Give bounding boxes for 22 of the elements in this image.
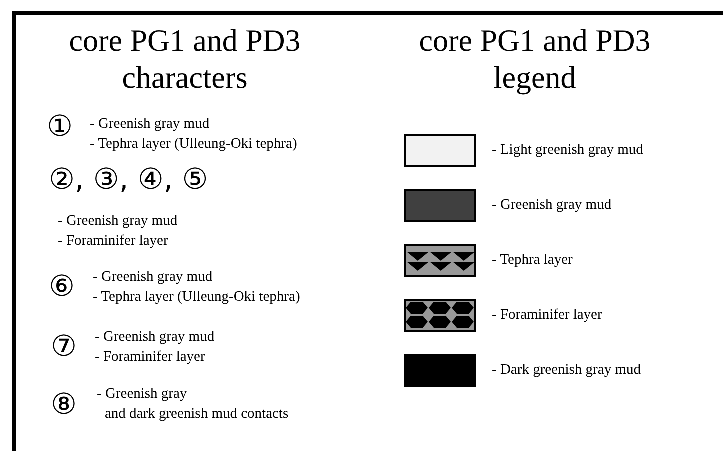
description-text: - Foraminifer layer xyxy=(95,350,206,364)
description-text: and dark greenish mud contacts xyxy=(105,407,289,422)
circled-number: ⑧ xyxy=(51,390,77,419)
description-text: - Greenish gray mud xyxy=(95,330,215,344)
legend-text: - Foraminifer layer xyxy=(492,308,602,322)
legend-text: - Tephra layer xyxy=(492,253,573,268)
description-text: - Tephra layer (Ulleung-Oki tephra) xyxy=(93,290,300,304)
description-text: - Greenish gray mud xyxy=(93,270,213,284)
heading: core PG1 and PD3 legend xyxy=(418,22,652,96)
description-text: - Tephra layer (Ulleung-Oki tephra) xyxy=(90,137,298,152)
circled-number: ②, ③, ④, ⑤ xyxy=(49,165,208,194)
heading: core PG1 and PD3 characters xyxy=(68,22,302,96)
legend-text: - Greenish gray mud xyxy=(492,198,612,212)
legend-text: - Dark greenish gray mud xyxy=(492,363,641,378)
circled-number: ⑦ xyxy=(51,332,77,361)
description-text: - Greenish gray mud xyxy=(90,117,210,132)
legend-text: - Light greenish gray mud xyxy=(492,143,644,158)
circled-number: ① xyxy=(47,112,73,141)
description-text: - Greenish gray mud xyxy=(58,214,178,228)
description-text: - Foraminifer layer xyxy=(58,234,168,248)
description-text: - Greenish gray xyxy=(97,387,188,402)
circled-number: ⑥ xyxy=(49,272,75,301)
